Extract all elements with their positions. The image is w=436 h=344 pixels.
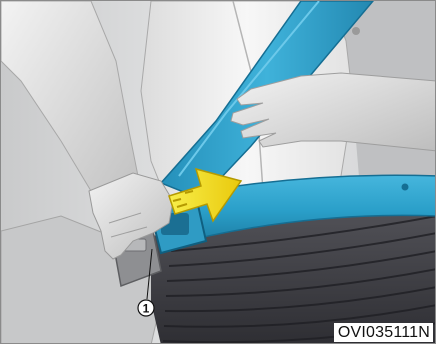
image-code-label: OVI035111N bbox=[334, 323, 433, 342]
lap-belt-stitch bbox=[402, 184, 409, 191]
callout-number: 1 bbox=[143, 302, 150, 316]
shirt-button bbox=[352, 27, 360, 35]
